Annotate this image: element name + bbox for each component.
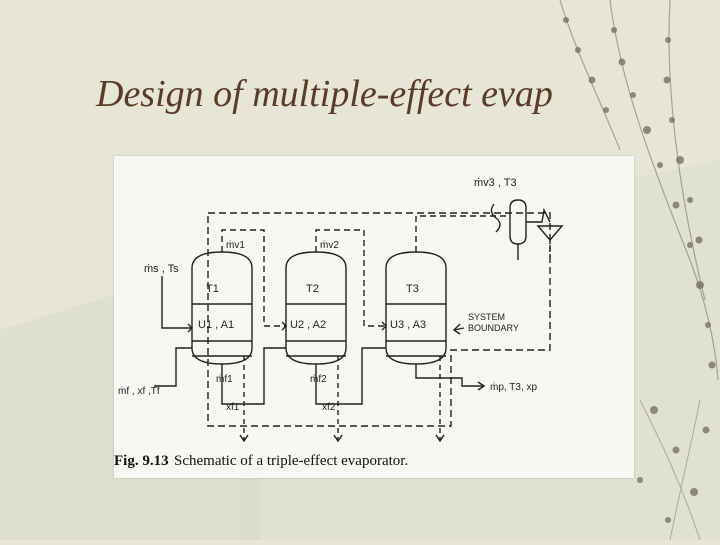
label-t3: T3: [406, 283, 419, 295]
label-vapor-1: ṁv1: [226, 240, 245, 251]
triple-effect-schematic: ṁv3 , T3 ṁv1 ṁv2 ṁs , Ts T1 T2 T3 U1 , A…: [118, 177, 564, 443]
evaporator-1-body: [191, 251, 253, 365]
label-mf1: ṁf1: [216, 374, 233, 385]
product-line: [415, 364, 484, 387]
label-system-boundary-line-1: SYSTEM: [468, 312, 505, 322]
label-product: ṁp, T3, xp: [490, 382, 537, 393]
label-xf2: xf2: [322, 402, 336, 413]
vapor-wavy-line: [490, 203, 501, 233]
evaporator-3-body: [385, 251, 447, 365]
concentrate-line-1: [221, 347, 286, 405]
system-boundary-line: [207, 212, 551, 427]
label-system-boundary-line-2: BOUNDARY: [468, 323, 519, 333]
slide-title: Design of multiple-effect evap: [96, 73, 553, 115]
figure-number: Fig. 9.13: [114, 453, 169, 469]
label-system-boundary: SYSTEM BOUNDARY: [468, 312, 519, 333]
branch-decoration-bottom: [639, 399, 701, 541]
label-xf1: xf1: [226, 402, 240, 413]
concentrate-line-2: [315, 347, 386, 405]
vapor-line-1: [221, 229, 286, 327]
evaporator-figure: ṁv3 , T3 ṁv1 ṁv2 ṁs , Ts T1 T2 T3 U1 , A…: [114, 156, 634, 478]
vapor-line-2: [315, 229, 386, 327]
condenser-body: [509, 199, 527, 245]
figure-caption: Fig. 9.13 Schematic of a triple-effect e…: [114, 453, 634, 473]
feed-line: [154, 347, 192, 387]
label-mf2: ṁf2: [310, 374, 327, 385]
evaporator-2-body: [285, 251, 347, 365]
steam-inlet-line: [161, 276, 192, 329]
vapor-line-3: [415, 215, 509, 252]
label-t1: T1: [206, 283, 219, 295]
label-ua-1: U1 , A1: [198, 319, 234, 331]
bead-decoration: [563, 17, 716, 523]
label-feed: ṁf , xf ,Tf: [118, 386, 160, 397]
label-t2: T2: [306, 283, 319, 295]
label-vapor-3: ṁv3 , T3: [474, 177, 517, 189]
label-vapor-2: ṁv2: [320, 240, 339, 251]
figure-caption-text: Schematic of a triple-effect evaporator.: [174, 453, 409, 469]
label-ua-2: U2 , A2: [290, 319, 326, 331]
label-steam: ṁs , Ts: [144, 263, 179, 275]
label-ua-3: U3 , A3: [390, 319, 426, 331]
